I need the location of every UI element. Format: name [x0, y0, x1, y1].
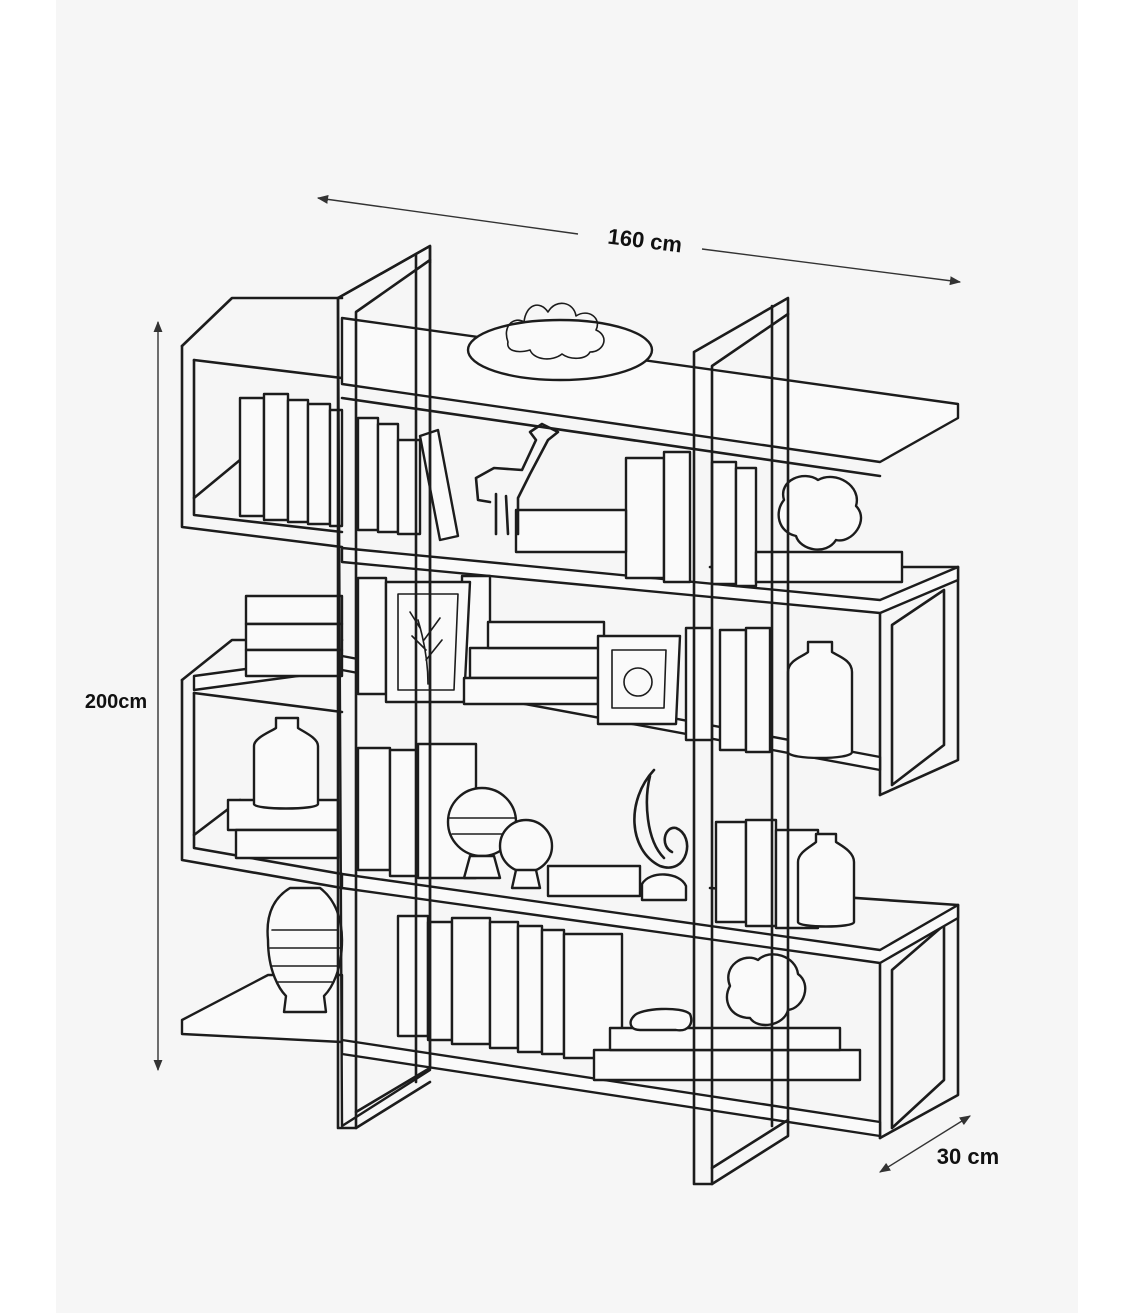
swirl-sculpture: [633, 768, 689, 869]
lidded-jar: [252, 716, 320, 810]
coral-decor: [725, 953, 807, 1027]
decor-sphere-small: [498, 818, 554, 874]
width-label: 160 cm: [606, 224, 683, 258]
photo-frame: [596, 634, 682, 726]
small-jar: [796, 832, 856, 928]
giraffe-figure: [474, 422, 560, 536]
depth-dimension: 30 cm: [879, 1115, 999, 1173]
coral-ball: [777, 474, 863, 551]
ceramic-jar: [786, 640, 854, 760]
decor: [252, 302, 863, 1032]
ginger-jar: [266, 886, 344, 1014]
bowl: [466, 318, 654, 382]
height-label: 200cm: [85, 691, 147, 713]
front-frames: [336, 244, 790, 1186]
coral-top: [505, 302, 605, 360]
height-dimension: 200cm: [85, 320, 163, 1072]
depth-label: 30 cm: [937, 1144, 999, 1169]
